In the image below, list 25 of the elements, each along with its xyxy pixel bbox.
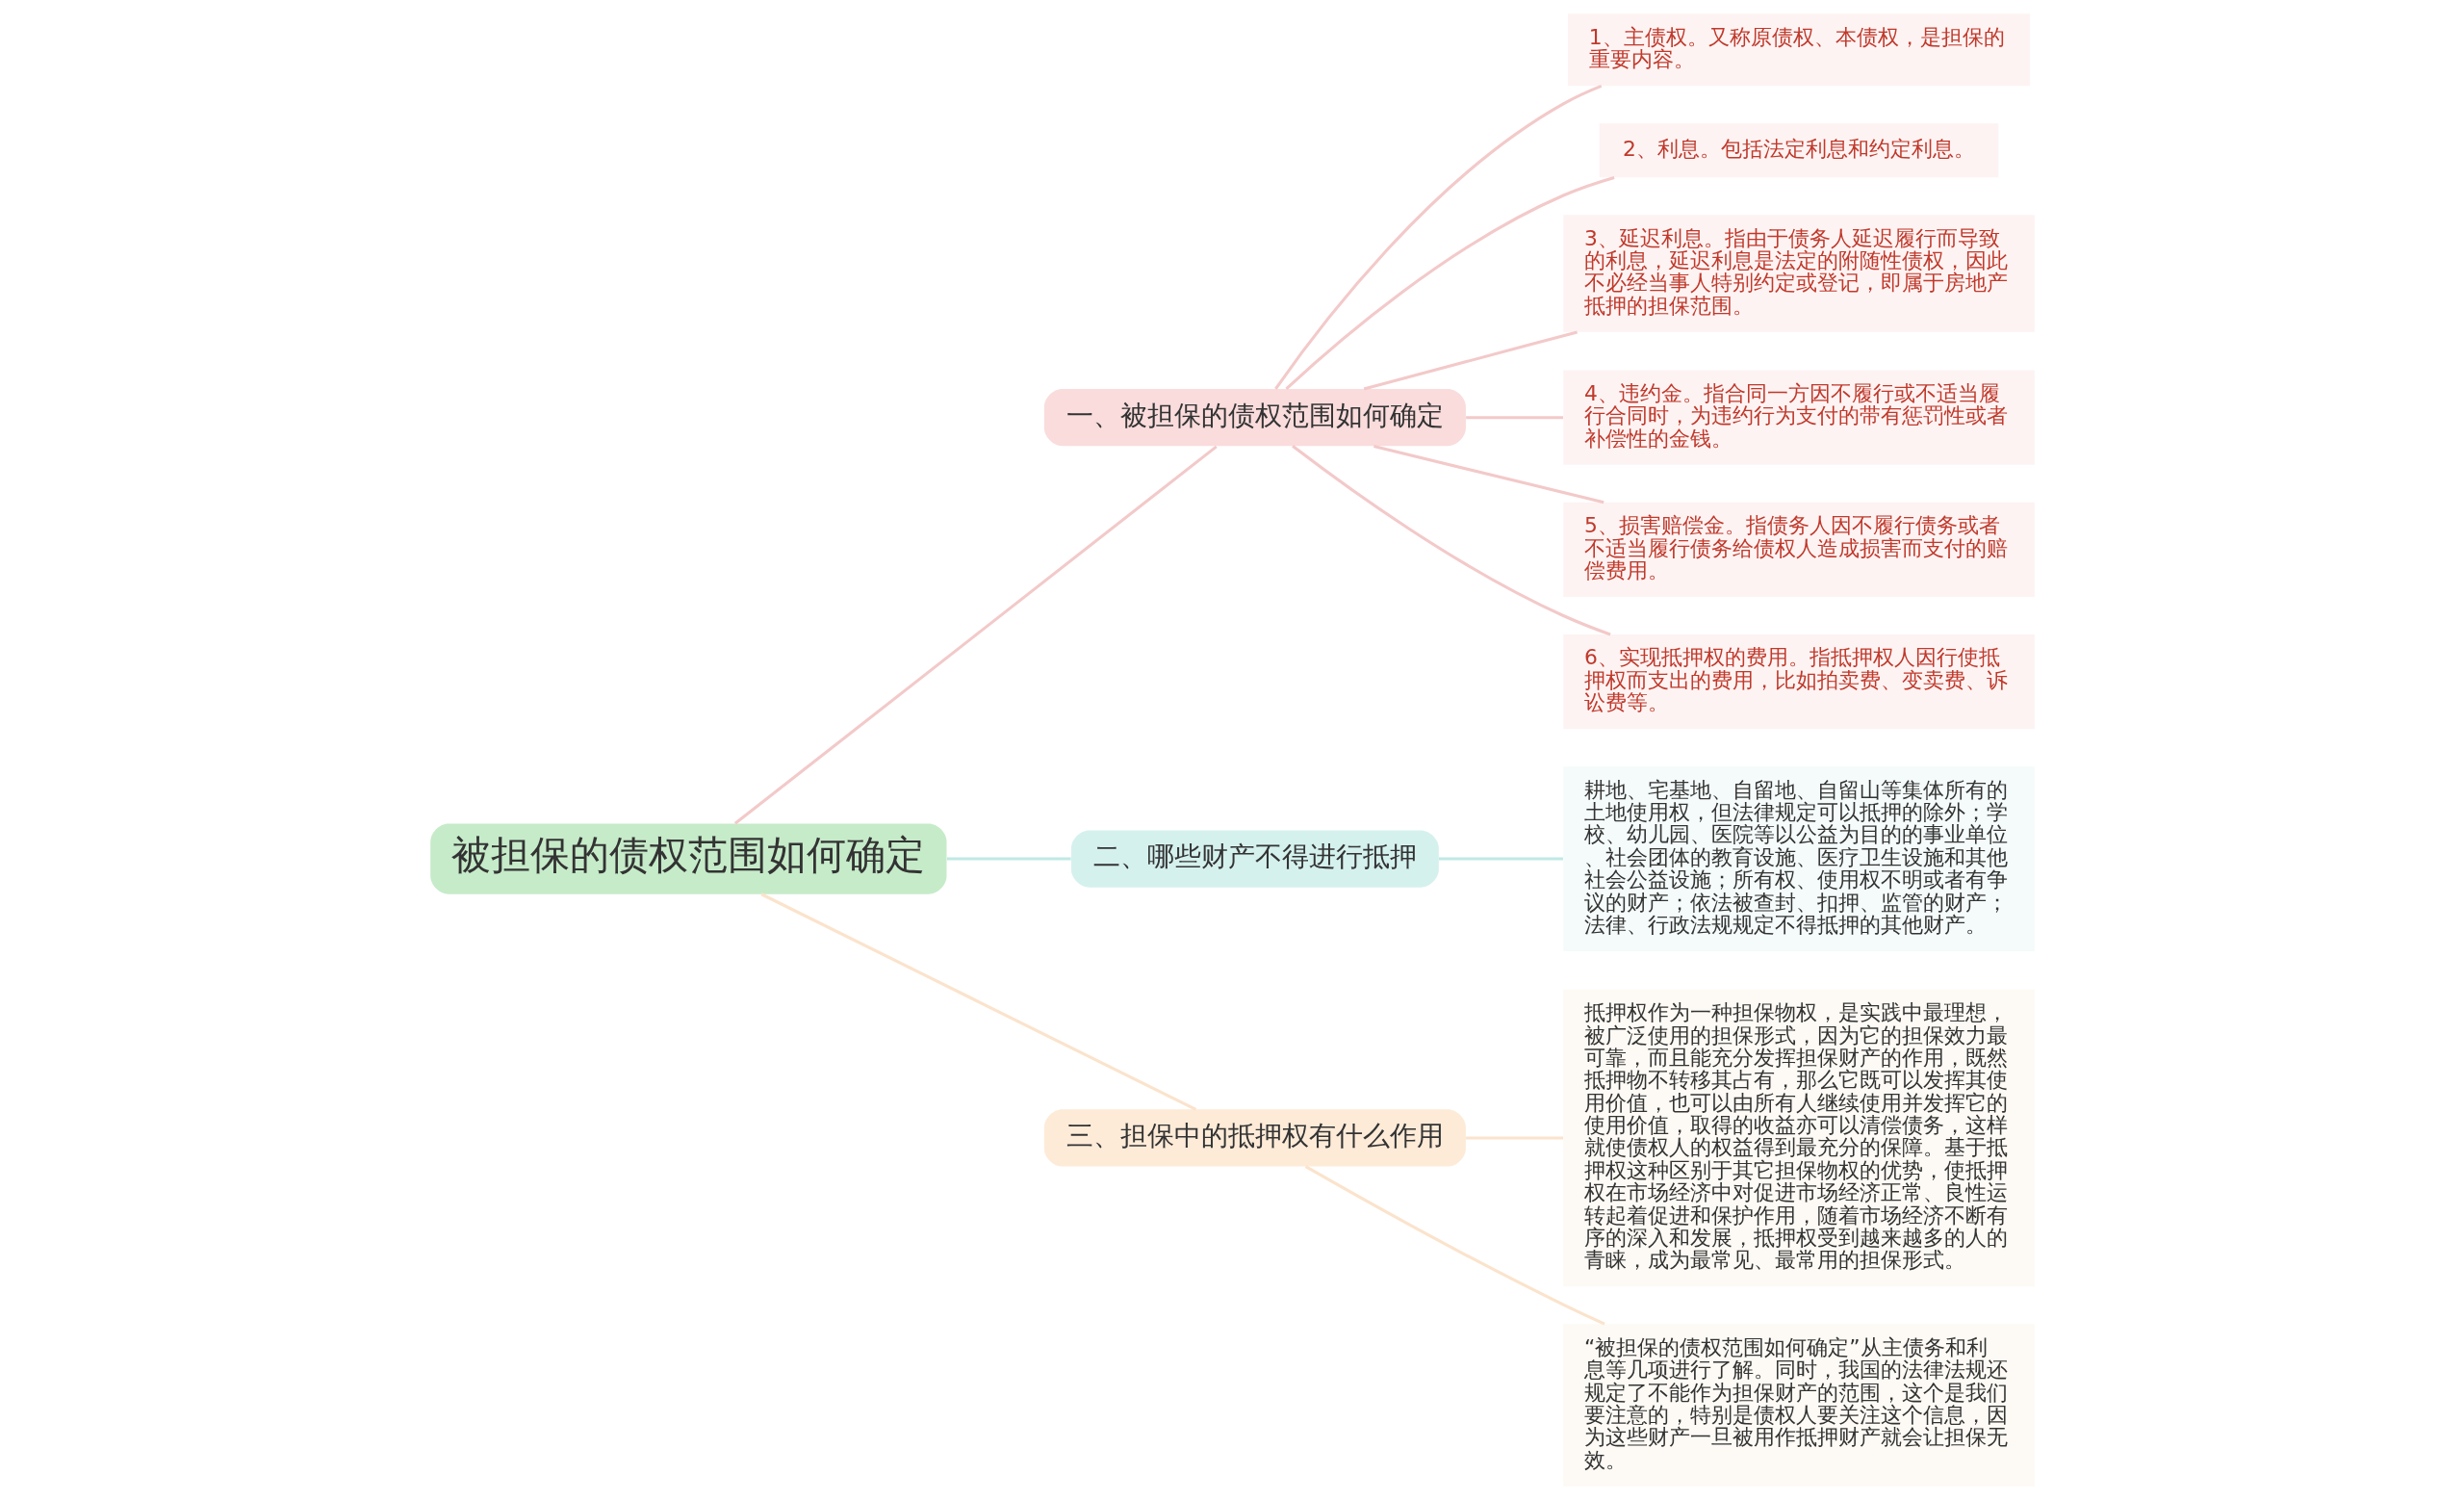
- node-box: 三、担保中的抵押权有什么作用: [1043, 1109, 1466, 1167]
- node-box: 耕地、宅基地、自留地、自留山等集体所有的土地使用权，但法律规定可以抵押的除外；学校、幼儿园、医院等以公益为目的的事业单位、社会团体的教育设施、医疗卫生设施和其他社会公益设施；所有权、使用权不明或者有争议的财产；依法被查封、扣押、监管的财产；法律、行政法规规定不得抵押的其他财产。: [1562, 766, 2035, 951]
- node-box: 二、哪些财产不得进行抵押: [1070, 830, 1439, 888]
- node-box: 1、主债权。又称原债权、本债权，是担保的重要内容。: [1567, 13, 2030, 87]
- connector: [1273, 84, 1602, 390]
- connector: [1284, 175, 1615, 391]
- connector: [759, 892, 1196, 1111]
- node-box: 4、违约金。指合同一方因不履行或不适当履行合同时，为违约行为支付的带有惩罚性或者补偿性的金钱。: [1562, 370, 2035, 465]
- node-box: 2、利息。包括法定利息和约定利息。: [1599, 123, 1998, 178]
- connector: [1363, 330, 1578, 391]
- connector: [946, 857, 1071, 861]
- node-box: 3、延迟利息。指由于债务人延迟履行而导致的利息，延迟利息是法定的附随性债权，因此不必经当事人特别约定或登记，即属于房地产抵押的担保范围。: [1562, 215, 2035, 332]
- connector: [1304, 1165, 1605, 1326]
- node-box: 6、实现抵押权的费用。指抵押权人因行使抵押权而支出的费用，比如拍卖费、变卖费、诉讼费等。: [1562, 634, 2035, 730]
- node-box: 一、被担保的债权范围如何确定: [1043, 389, 1466, 447]
- connector: [1465, 416, 1563, 420]
- connector: [1291, 445, 1611, 636]
- connector: [733, 445, 1218, 825]
- node-box: 5、损害赔偿金。指债务人因不履行债务或者不适当履行债务给债权人造成损害而支付的赔偿费用。: [1562, 502, 2035, 597]
- node-box: 抵押权作为一种担保物权，是实践中最理想，被广泛使用的担保形式，因为它的担保效力最可靠，而且能充分发挥担保财产的作用，既然抵押物不转移其占有，那么它既可以发挥其使用价值，也可以由所有人继续使用并发挥它的使用价值，取得的收益亦可以清偿债务，这样就使债权人的权益得到最充分的保障。基于抵押权这种区别于其它担保物权的优势，使抵押权在市场经济中对促进市场经济正常、良性运转起着促进和保护作用，随着市场经济不断有序的深入和发展，抵押权受到越来越多的人的青睐，成为最常见、最常用的担保形式。: [1562, 989, 2035, 1287]
- connector: [1465, 1136, 1563, 1140]
- connector: [1438, 857, 1563, 861]
- connector: [1373, 444, 1604, 504]
- node-box: “被担保的债权范围如何确定”从主债务和利息等几项进行了解。同时，我国的法律法规还规定了不能作为担保财产的范围，这个是我们要注意的，特别是债权人要关注这个信息，因为这些财产一旦被用作抵押财产就会让担保无效。: [1562, 1324, 2035, 1487]
- node-box: 被担保的债权范围如何确定: [429, 823, 946, 894]
